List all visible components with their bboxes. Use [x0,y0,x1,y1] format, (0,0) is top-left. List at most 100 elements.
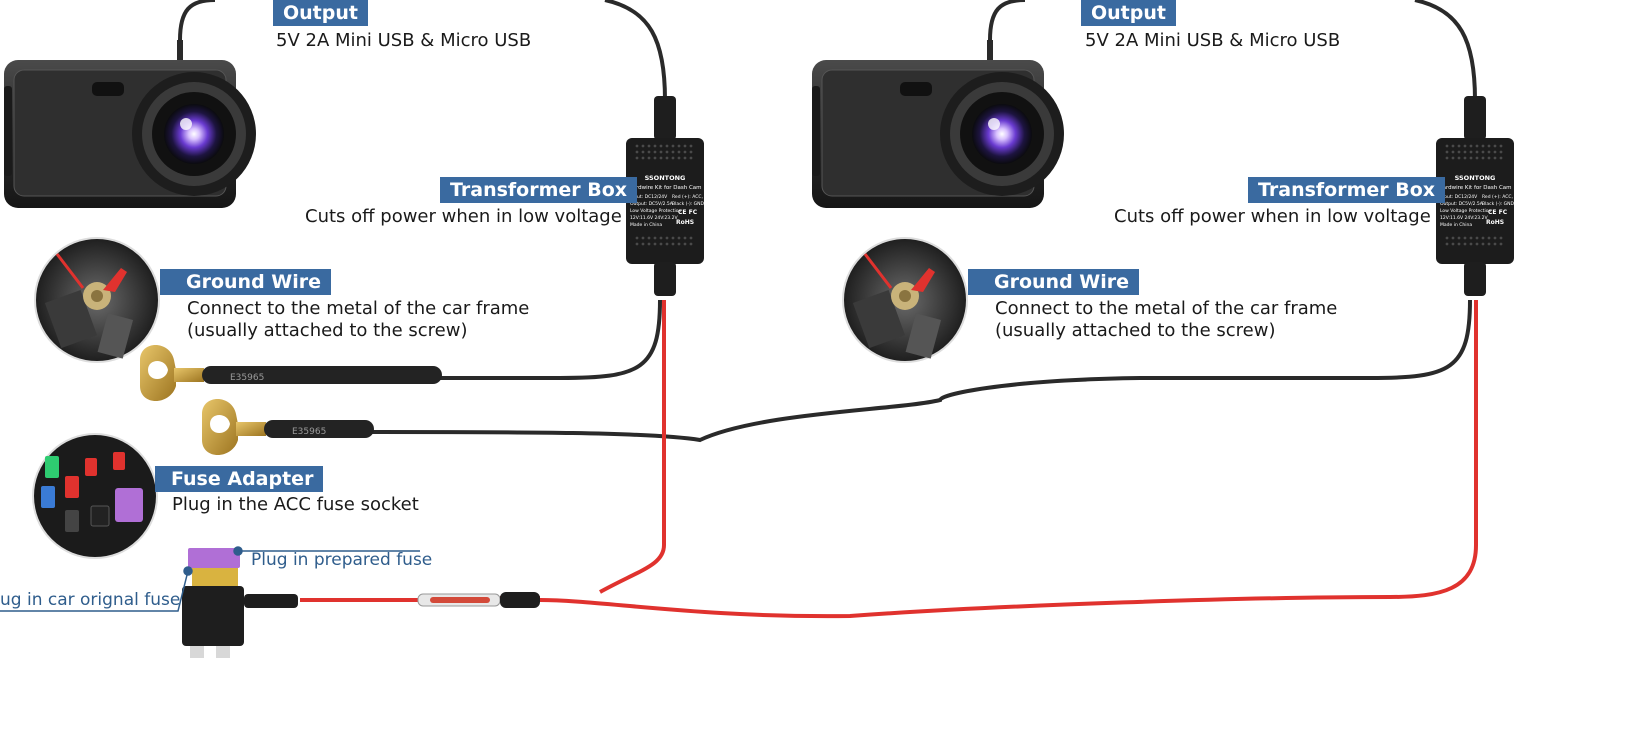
vent-hole [1499,236,1503,240]
vent-hole [1481,156,1485,160]
vent-hole [1487,242,1491,246]
vent-hole [1445,144,1449,148]
terminal-print: E35965 [292,427,326,437]
vent-hole [1475,150,1479,154]
vent-hole [1445,156,1449,160]
transformer-spec: Output: DC5V/2.5A [630,201,674,207]
dash-cam-icon [812,60,1064,208]
vent-hole [653,156,657,160]
original-fuse-callout: ug in car orignal fuse [0,590,181,610]
vent-hole [665,144,669,148]
vent-hole [1487,150,1491,154]
vent-hole [659,144,663,148]
vent-hole [671,156,675,160]
vent-hole [683,150,687,154]
acc-wire-right [539,300,1478,619]
output-tag: Output [273,0,368,26]
transformer-spec: Red (+): ACC, BAT [672,194,713,200]
fuse-adapter-tag: Fuse Adapter [155,466,324,492]
vent-hole [635,144,639,148]
vent-hole [1475,242,1479,246]
vent-hole [1493,236,1497,240]
transformer-desc: Cuts off power when in low voltage [305,206,622,227]
vent-hole [1451,144,1455,148]
vent-hole [1463,236,1467,240]
fuse-adapter-desc: Plug in the ACC fuse socket [172,494,419,515]
vent-hole [659,236,663,240]
vent-hole [1481,150,1485,154]
transformer-spec: Low Voltage Protection [1440,208,1492,214]
ground-wire-desc-line1: Connect to the metal of the car frame [187,298,530,319]
output-desc: 5V 2A Mini USB & Micro USB [1085,30,1341,51]
transformer-spec: Red (+): ACC, BAT [1482,194,1523,200]
transformer-spec: Input: DC12/24V [1440,194,1478,200]
acc-wire-left [599,300,666,594]
fuse-tap-adapter-icon [182,548,298,658]
vent-hole [647,242,651,246]
output-desc: 5V 2A Mini USB & Micro USB [276,30,532,51]
vent-hole [1499,156,1503,160]
vent-hole [1451,236,1455,240]
vent-hole [641,156,645,160]
vent-hole [1469,150,1473,154]
vent-hole [665,150,669,154]
vent-hole [1463,150,1467,154]
vent-hole [677,144,681,148]
ground-wire-desc-line2: (usually attached to the screw) [187,320,468,341]
vent-hole [641,242,645,246]
vent-hole [677,150,681,154]
transformer-spec: Output: DC5V/2.5A [1440,201,1484,207]
vent-hole [677,242,681,246]
vent-hole [1487,236,1491,240]
ground-wire-left [300,299,662,380]
ground-screw-photo-icon [34,237,160,363]
output-tag: Output [1081,0,1176,26]
transformer-spec: Black (-): GND [672,201,705,207]
vent-hole [1469,144,1473,148]
vent-hole [1469,236,1473,240]
vent-hole [689,236,693,240]
vent-hole [1451,156,1455,160]
vent-hole [677,236,681,240]
fork-terminal-icon [202,399,374,455]
vent-grille [1445,144,1503,160]
transformer-spec: Low Voltage Protection [630,208,682,214]
fuse-callout-lines [0,546,420,612]
transformer-desc: Cuts off power when in low voltage [1114,206,1431,227]
vent-hole [671,150,675,154]
vent-hole [1499,150,1503,154]
vent-hole [647,236,651,240]
vent-hole [1487,144,1491,148]
transformer-spec: Input: DC12/24V [630,194,668,200]
vent-hole [689,156,693,160]
transformer-spec: Made in China [1440,222,1472,228]
transformer-model: Hardwire Kit for Dash Cam [1438,185,1511,191]
vent-hole [653,144,657,148]
vent-hole [665,156,669,160]
transformer-cert: CE FC [1488,209,1508,216]
transformer-rohs: RoHS [676,219,694,226]
transformer-spec: Made in China [630,222,662,228]
vent-hole [1493,144,1497,148]
vent-hole [635,150,639,154]
vent-hole [1445,236,1449,240]
vent-hole [1463,156,1467,160]
vent-hole [689,144,693,148]
dash-cam-icon [4,60,256,208]
transformer-rohs: RoHS [1486,219,1504,226]
vent-hole [1457,156,1461,160]
vent-hole [641,150,645,154]
vent-hole [635,242,639,246]
vent-hole [659,150,663,154]
vent-hole [1445,242,1449,246]
transformer-tag: Transformer Box [440,177,638,203]
vent-hole [1493,150,1497,154]
vent-hole [1481,144,1485,148]
vent-hole [1457,150,1461,154]
vent-hole [671,236,675,240]
vent-grille [635,144,693,160]
fork-terminal-icon [140,345,442,401]
usb-cable-left [178,0,667,101]
vent-hole [677,156,681,160]
